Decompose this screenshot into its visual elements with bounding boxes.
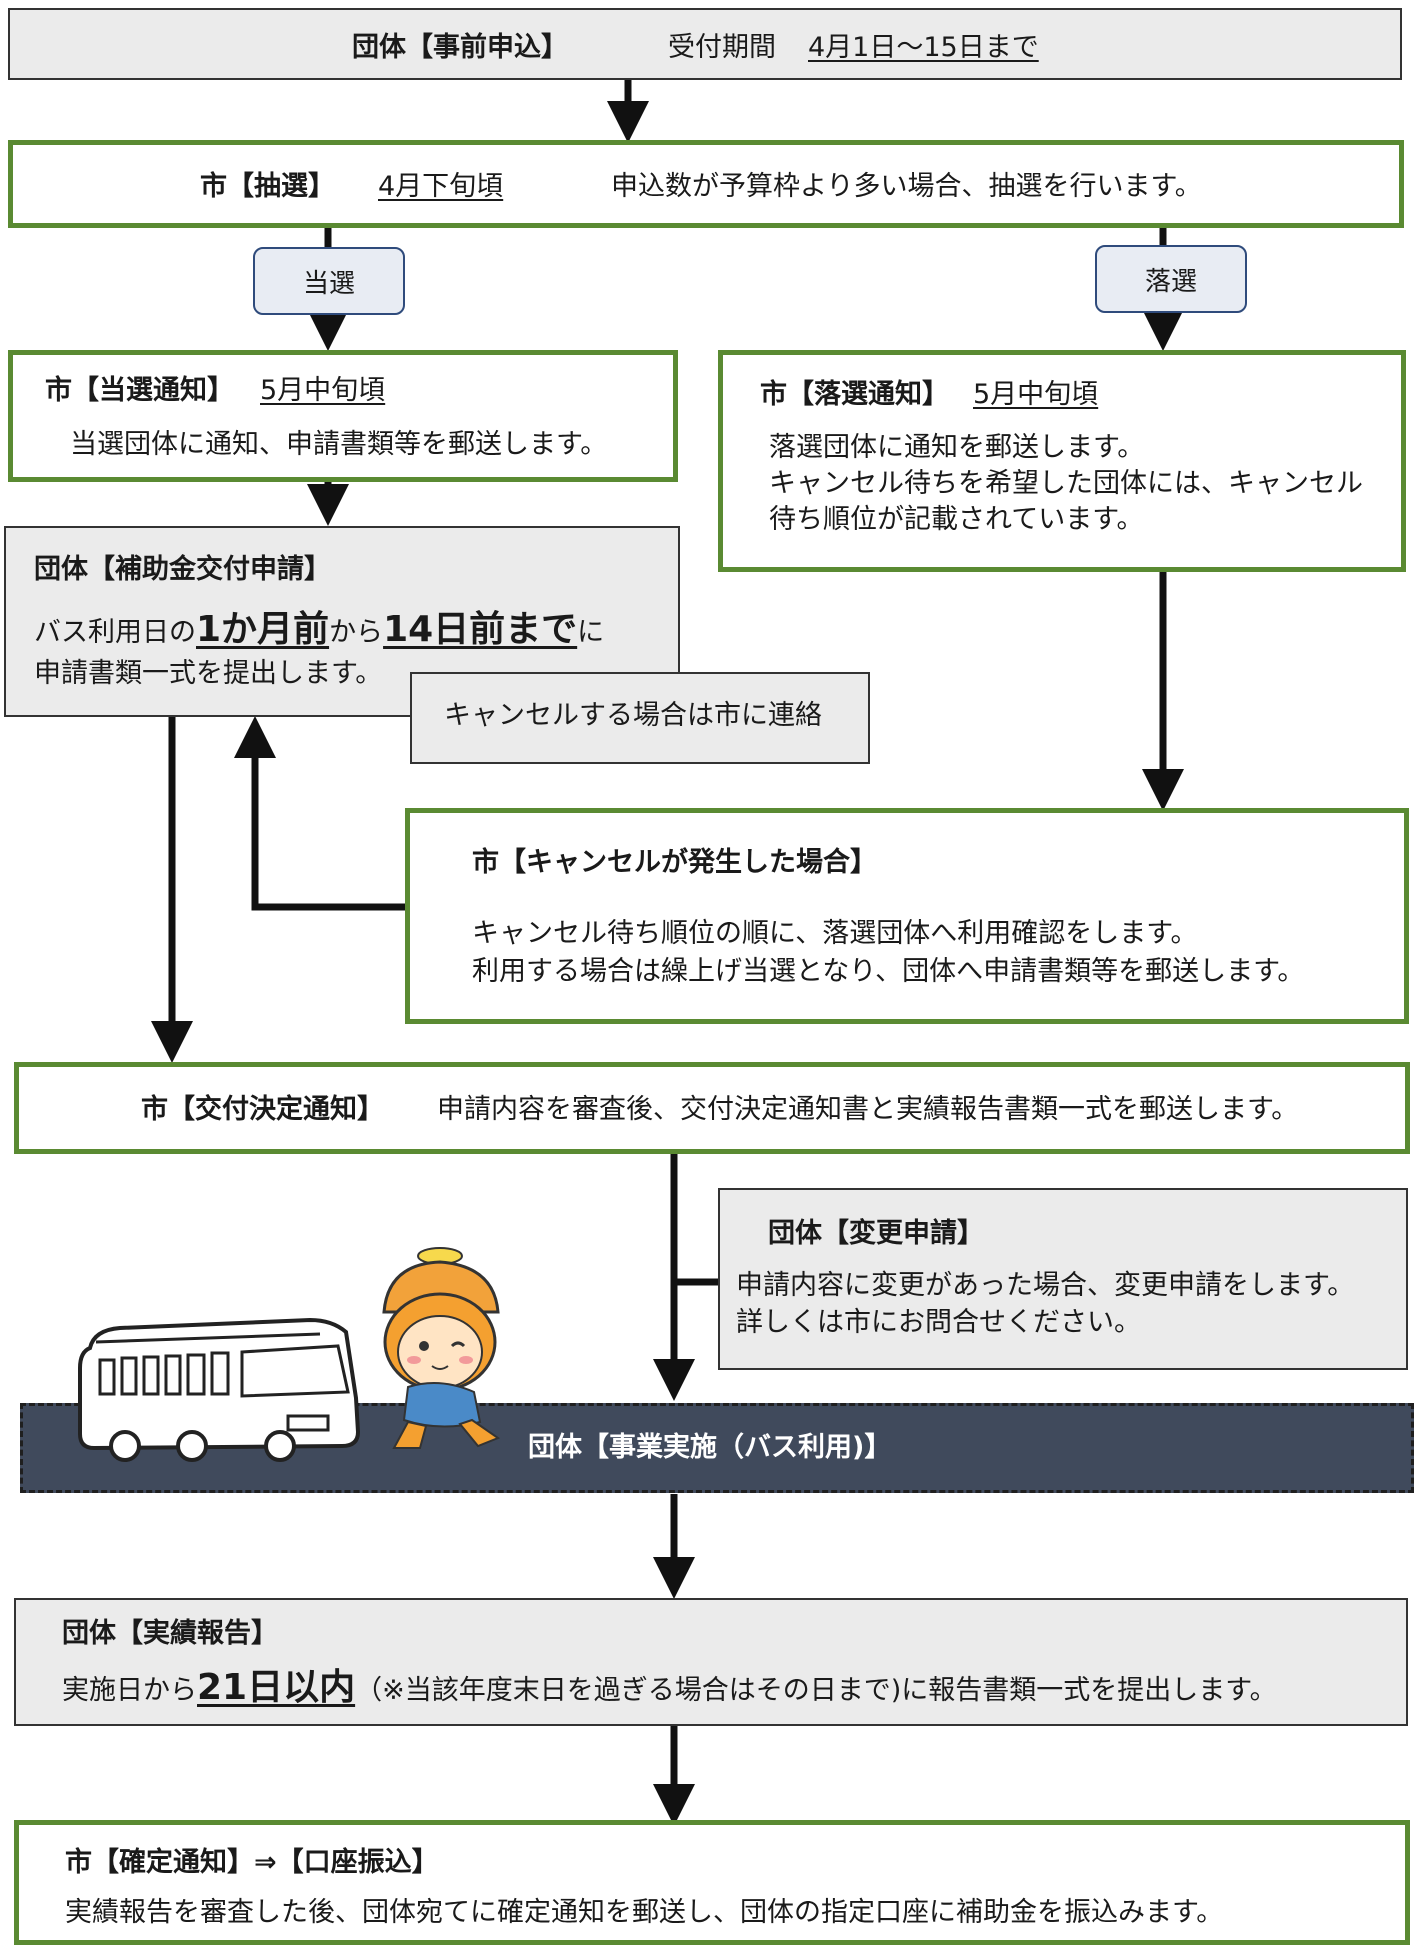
decision-body: 申請内容を審査後、交付決定通知書と実績報告書類一式を郵送します。 bbox=[437, 1094, 1299, 1125]
change-title: 団体【変更申請】 bbox=[768, 1218, 984, 1249]
reception-period: 4月1日～15日まで bbox=[808, 32, 1039, 63]
report-suffix: （※当該年度末日を過ぎる場合はその日まで)に報告書類一式を提出します。 bbox=[355, 1675, 1277, 1706]
step-lottery: 市【抽選】 4月下旬頃 申込数が予算枠より多い場合、抽選を行います。 bbox=[8, 140, 1404, 228]
lost-badge: 落選 bbox=[1095, 245, 1247, 313]
reception-label: 受付期間 bbox=[668, 32, 776, 63]
step-grant-decision: 市【交付決定通知】 申請内容を審査後、交付決定通知書と実績報告書類一式を郵送しま… bbox=[14, 1062, 1410, 1154]
lose-notice-date: 5月中旬頃 bbox=[973, 379, 1099, 410]
step-result-report: 団体【実績報告】 実施日から21日以内（※当該年度末日を過ぎる場合はその日まで)… bbox=[14, 1598, 1408, 1726]
final-title: 市【確定通知】⇒【口座振込】 bbox=[65, 1847, 439, 1878]
step-change-request: 団体【変更申請】 申請内容に変更があった場合、変更申請をします。 詳しくは市にお… bbox=[718, 1188, 1408, 1370]
report-title: 団体【実績報告】 bbox=[62, 1618, 278, 1649]
step-win-notice: 市【当選通知】 5月中旬頃 当選団体に通知、申請書類等を郵送します。 bbox=[8, 350, 678, 482]
cancel-contact-box: キャンセルする場合は市に連絡 bbox=[410, 672, 870, 764]
lose-notice-line1: 落選団体に通知を郵送します。 bbox=[769, 432, 1145, 463]
pre-application-title: 団体【事前申込】 bbox=[352, 32, 568, 63]
cancel-case-line2: 利用する場合は繰上げ当選となり、団体へ申請書類等を郵送します。 bbox=[472, 956, 1305, 987]
deadline-prefix: バス利用日の bbox=[34, 617, 196, 648]
lottery-date: 4月下旬頃 bbox=[378, 171, 504, 202]
step-pre-application: 団体【事前申込】 受付期間 4月1日～15日まで bbox=[8, 8, 1402, 80]
lose-notice-line2: キャンセル待ちを希望した団体には、キャンセル bbox=[769, 468, 1363, 499]
bus-illustration bbox=[78, 1317, 361, 1462]
final-body: 実績報告を審査した後、団体宛てに確定通知を郵送し、団体の指定口座に補助金を振込み… bbox=[65, 1897, 1224, 1928]
win-notice-date: 5月中旬頃 bbox=[260, 375, 386, 406]
lose-notice-line3: 待ち順位が記載されています。 bbox=[769, 504, 1144, 535]
win-notice-body: 当選団体に通知、申請書類等を郵送します。 bbox=[70, 429, 608, 460]
lottery-title: 市【抽選】 bbox=[200, 171, 335, 202]
deadline-one-month: 1か月前 bbox=[196, 609, 330, 650]
step-final-notice: 市【確定通知】⇒【口座振込】 実績報告を審査した後、団体宛てに確定通知を郵送し、… bbox=[14, 1820, 1410, 1945]
deadline-14-days: 14日前まで bbox=[383, 609, 578, 650]
mascot-character bbox=[382, 1247, 501, 1449]
step-lose-notice: 市【落選通知】 5月中旬頃 落選団体に通知を郵送します。 キャンセル待ちを希望し… bbox=[718, 350, 1406, 572]
deadline-suffix: に bbox=[577, 617, 605, 648]
report-body: 実施日から21日以内（※当該年度末日を過ぎる場合はその日まで)に報告書類一式を提… bbox=[62, 1666, 1277, 1709]
cancel-case-line1: キャンセル待ち順位の順に、落選団体へ利用確認をします。 bbox=[472, 918, 1198, 949]
report-prefix: 実施日から bbox=[62, 1675, 197, 1706]
win-notice-title: 市【当選通知】 bbox=[45, 375, 234, 406]
report-21-days: 21日以内 bbox=[197, 1667, 356, 1708]
lottery-note: 申込数が予算枠より多い場合、抽選を行います。 bbox=[611, 171, 1202, 202]
lose-notice-title: 市【落選通知】 bbox=[760, 379, 949, 410]
decision-title: 市【交付決定通知】 bbox=[141, 1094, 384, 1125]
deadline-from: から bbox=[329, 617, 384, 648]
won-badge: 当選 bbox=[253, 247, 405, 315]
step-subsidy-application: 団体【補助金交付申請】 バス利用日の1か月前から14日前までに 申請書類一式を提… bbox=[4, 526, 680, 717]
application-deadline: バス利用日の1か月前から14日前までに bbox=[34, 608, 604, 651]
step-cancel-occurred: 市【キャンセルが発生した場合】 キャンセル待ち順位の順に、落選団体へ利用確認をし… bbox=[405, 808, 1409, 1024]
application-line2: 申請書類一式を提出します。 bbox=[34, 658, 383, 689]
application-title: 団体【補助金交付申請】 bbox=[34, 554, 331, 585]
implementation-text: 団体【事業実施（バス利用)】 bbox=[528, 1432, 892, 1463]
change-line2: 詳しくは市にお問合せください。 bbox=[736, 1307, 1141, 1338]
change-line1: 申請内容に変更があった場合、変更申請をします。 bbox=[736, 1270, 1355, 1301]
cancel-case-title: 市【キャンセルが発生した場合】 bbox=[472, 847, 877, 878]
cancel-contact-text: キャンセルする場合は市に連絡 bbox=[444, 700, 822, 731]
